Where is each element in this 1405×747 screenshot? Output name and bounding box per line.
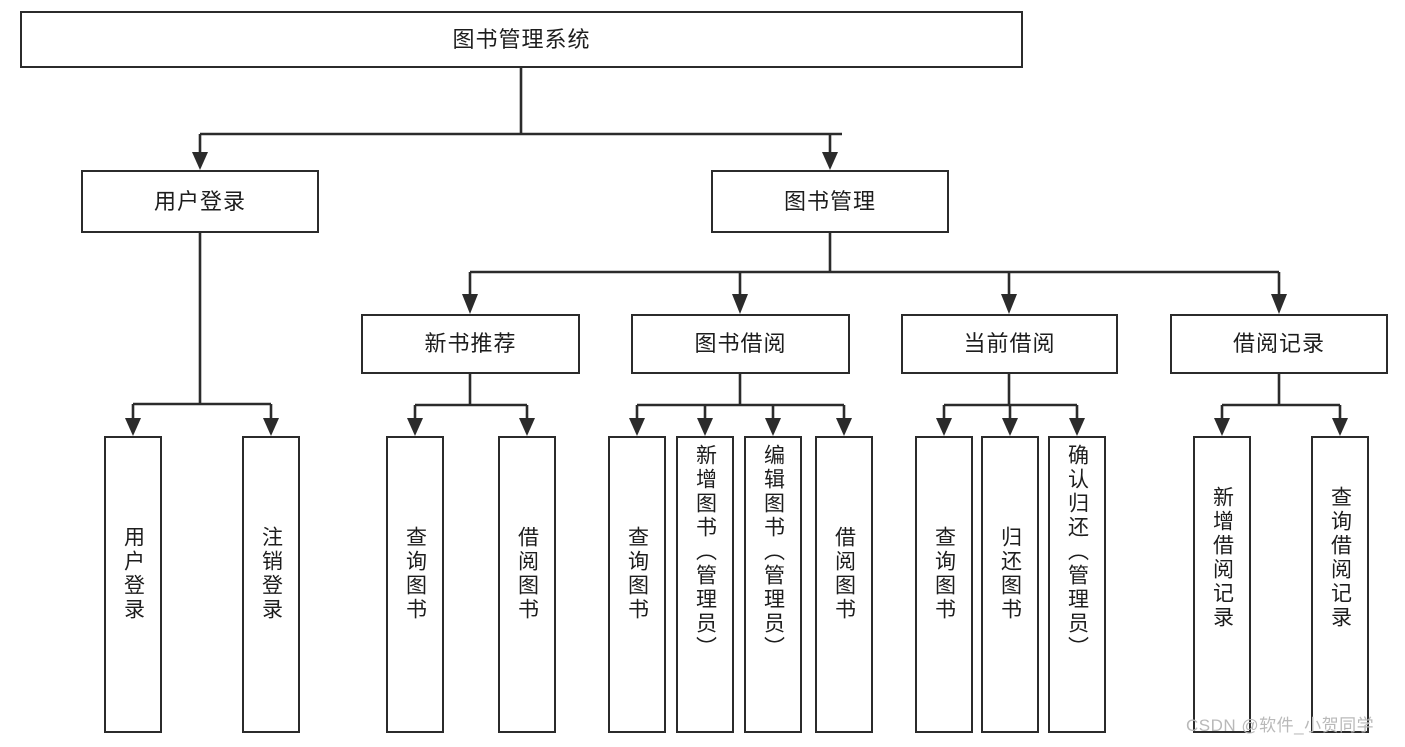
leaf-current-return-book[interactable]: 归还图书 [981, 436, 1039, 733]
leaf-user-logout-label: 注销登录 [259, 526, 283, 622]
node-book-borrow[interactable]: 图书借阅 [631, 314, 850, 374]
leaf-borrow-add-book-admin-label: 新增图书（管理员） [693, 444, 717, 660]
leaf-record-add-label: 新增借阅记录 [1210, 486, 1234, 630]
arrow-leaf-newbook-borrow [519, 418, 535, 436]
arrow-leaf-record-add [1214, 418, 1230, 436]
arrow-login [192, 152, 208, 170]
leaf-user-login[interactable]: 用户登录 [104, 436, 162, 733]
leaf-current-query-book-label: 查询图书 [932, 526, 956, 622]
arrow-leaf-borrow-add [697, 418, 713, 436]
leaf-borrow-query-book[interactable]: 查询图书 [608, 436, 666, 733]
arrow-leaf-borrow-lend [836, 418, 852, 436]
csdn-watermark: CSDN @软件_小贺同学 [1186, 716, 1375, 735]
arrow-borrow [732, 294, 748, 314]
leaf-record-query[interactable]: 查询借阅记录 [1311, 436, 1369, 733]
leaf-newbook-query-book-label: 查询图书 [403, 526, 427, 622]
node-new-book-recommend[interactable]: 新书推荐 [361, 314, 580, 374]
leaf-user-logout[interactable]: 注销登录 [242, 436, 300, 733]
leaf-record-query-label: 查询借阅记录 [1328, 486, 1352, 630]
arrow-bookmgmt [822, 152, 838, 170]
leaf-borrow-query-book-label: 查询图书 [625, 526, 649, 622]
arrow-leaf-current-return [1002, 418, 1018, 436]
arrow-leaf-borrow-query [629, 418, 645, 436]
node-root-label: 图书管理系统 [452, 26, 591, 52]
leaf-current-confirm-return-admin-label: 确认归还（管理员） [1065, 444, 1089, 660]
arrow-leaf-borrow-edit [765, 418, 781, 436]
node-book-management[interactable]: 图书管理 [711, 170, 949, 233]
node-user-login[interactable]: 用户登录 [81, 170, 319, 233]
arrow-current [1001, 294, 1017, 314]
leaf-current-query-book[interactable]: 查询图书 [915, 436, 973, 733]
leaf-newbook-borrow-book-label: 借阅图书 [515, 526, 539, 622]
node-root[interactable]: 图书管理系统 [20, 11, 1023, 68]
node-new-book-recommend-label: 新书推荐 [424, 331, 517, 357]
leaf-newbook-query-book[interactable]: 查询图书 [386, 436, 444, 733]
arrow-leaf-user-logout [263, 418, 279, 436]
arrow-newbook [462, 294, 478, 314]
leaf-borrow-add-book-admin[interactable]: 新增图书（管理员） [676, 436, 734, 733]
leaf-borrow-lend-book-label: 借阅图书 [832, 526, 856, 622]
leaf-borrow-edit-book-admin-label: 编辑图书（管理员） [761, 444, 785, 660]
arrow-leaf-user-login [125, 418, 141, 436]
node-current-borrow-label: 当前借阅 [963, 331, 1056, 357]
leaf-borrow-edit-book-admin[interactable]: 编辑图书（管理员） [744, 436, 802, 733]
leaf-user-login-label: 用户登录 [121, 526, 145, 622]
leaf-current-confirm-return-admin[interactable]: 确认归还（管理员） [1048, 436, 1106, 733]
leaf-record-add[interactable]: 新增借阅记录 [1193, 436, 1251, 733]
arrow-leaf-record-query [1332, 418, 1348, 436]
node-current-borrow[interactable]: 当前借阅 [901, 314, 1118, 374]
arrow-leaf-current-query [936, 418, 952, 436]
leaf-current-return-book-label: 归还图书 [998, 526, 1022, 622]
node-borrow-record[interactable]: 借阅记录 [1170, 314, 1388, 374]
leaf-newbook-borrow-book[interactable]: 借阅图书 [498, 436, 556, 733]
arrow-leaf-newbook-query [407, 418, 423, 436]
node-user-login-label: 用户登录 [153, 188, 246, 214]
node-borrow-record-label: 借阅记录 [1232, 331, 1325, 357]
leaf-borrow-lend-book[interactable]: 借阅图书 [815, 436, 873, 733]
node-book-borrow-label: 图书借阅 [694, 331, 787, 357]
arrow-record [1271, 294, 1287, 314]
arrow-leaf-current-confirm [1069, 418, 1085, 436]
node-book-management-label: 图书管理 [783, 188, 876, 214]
